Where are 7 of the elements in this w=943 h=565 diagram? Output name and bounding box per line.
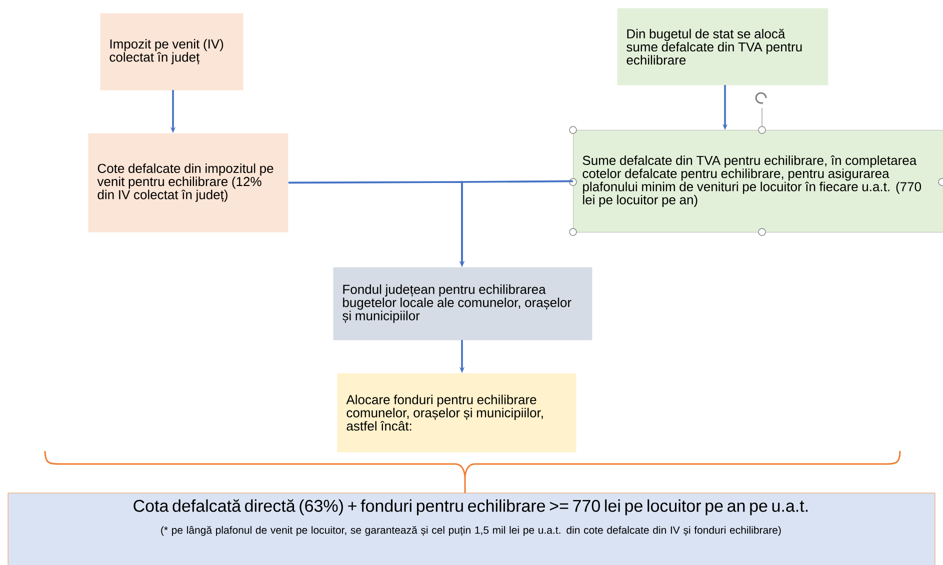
- process-box: Impozit pe venit (IV) colectat în județ: [100, 13, 244, 90]
- process-box: Cote defalcate din impozitul pe venit pentru echilibrare (12% din IV colectat în județ): [88, 133, 288, 232]
- process-box: Din bugetul de stat se alocă sume defalcate din TVA pentru echilibrare: [617, 8, 828, 86]
- process-box: Alocare fonduri pentru echilibrare comunelor, orașelor și municipiilor, astfel încât:: [337, 373, 576, 452]
- process-box: Fondul județean pentru echilibrarea bugetelor locale ale comunelor, orașelor și municipiilor: [333, 267, 592, 340]
- result-box: Cota defalcată directă (63%) + fonduri pentru echilibrare >= 770 lei pe locuitor pe an pe u.a.t. (* pe lângă plafonul de venit pe locuitor, se garantează și cel puțin 1,5 mil lei pe u.a.t. din cote defalcate din IV și fonduri echilibrare): [8, 492, 936, 565]
- process-box: Sume defalcate din TVA pentru echilibrare, în completarea cotelor defalcate pentru echilibrare, pentru asigurarea plafonului minim de venituri pe locuitor în fiecare u.a.t. (770 lei pe locuitor pe an): [573, 130, 943, 232]
